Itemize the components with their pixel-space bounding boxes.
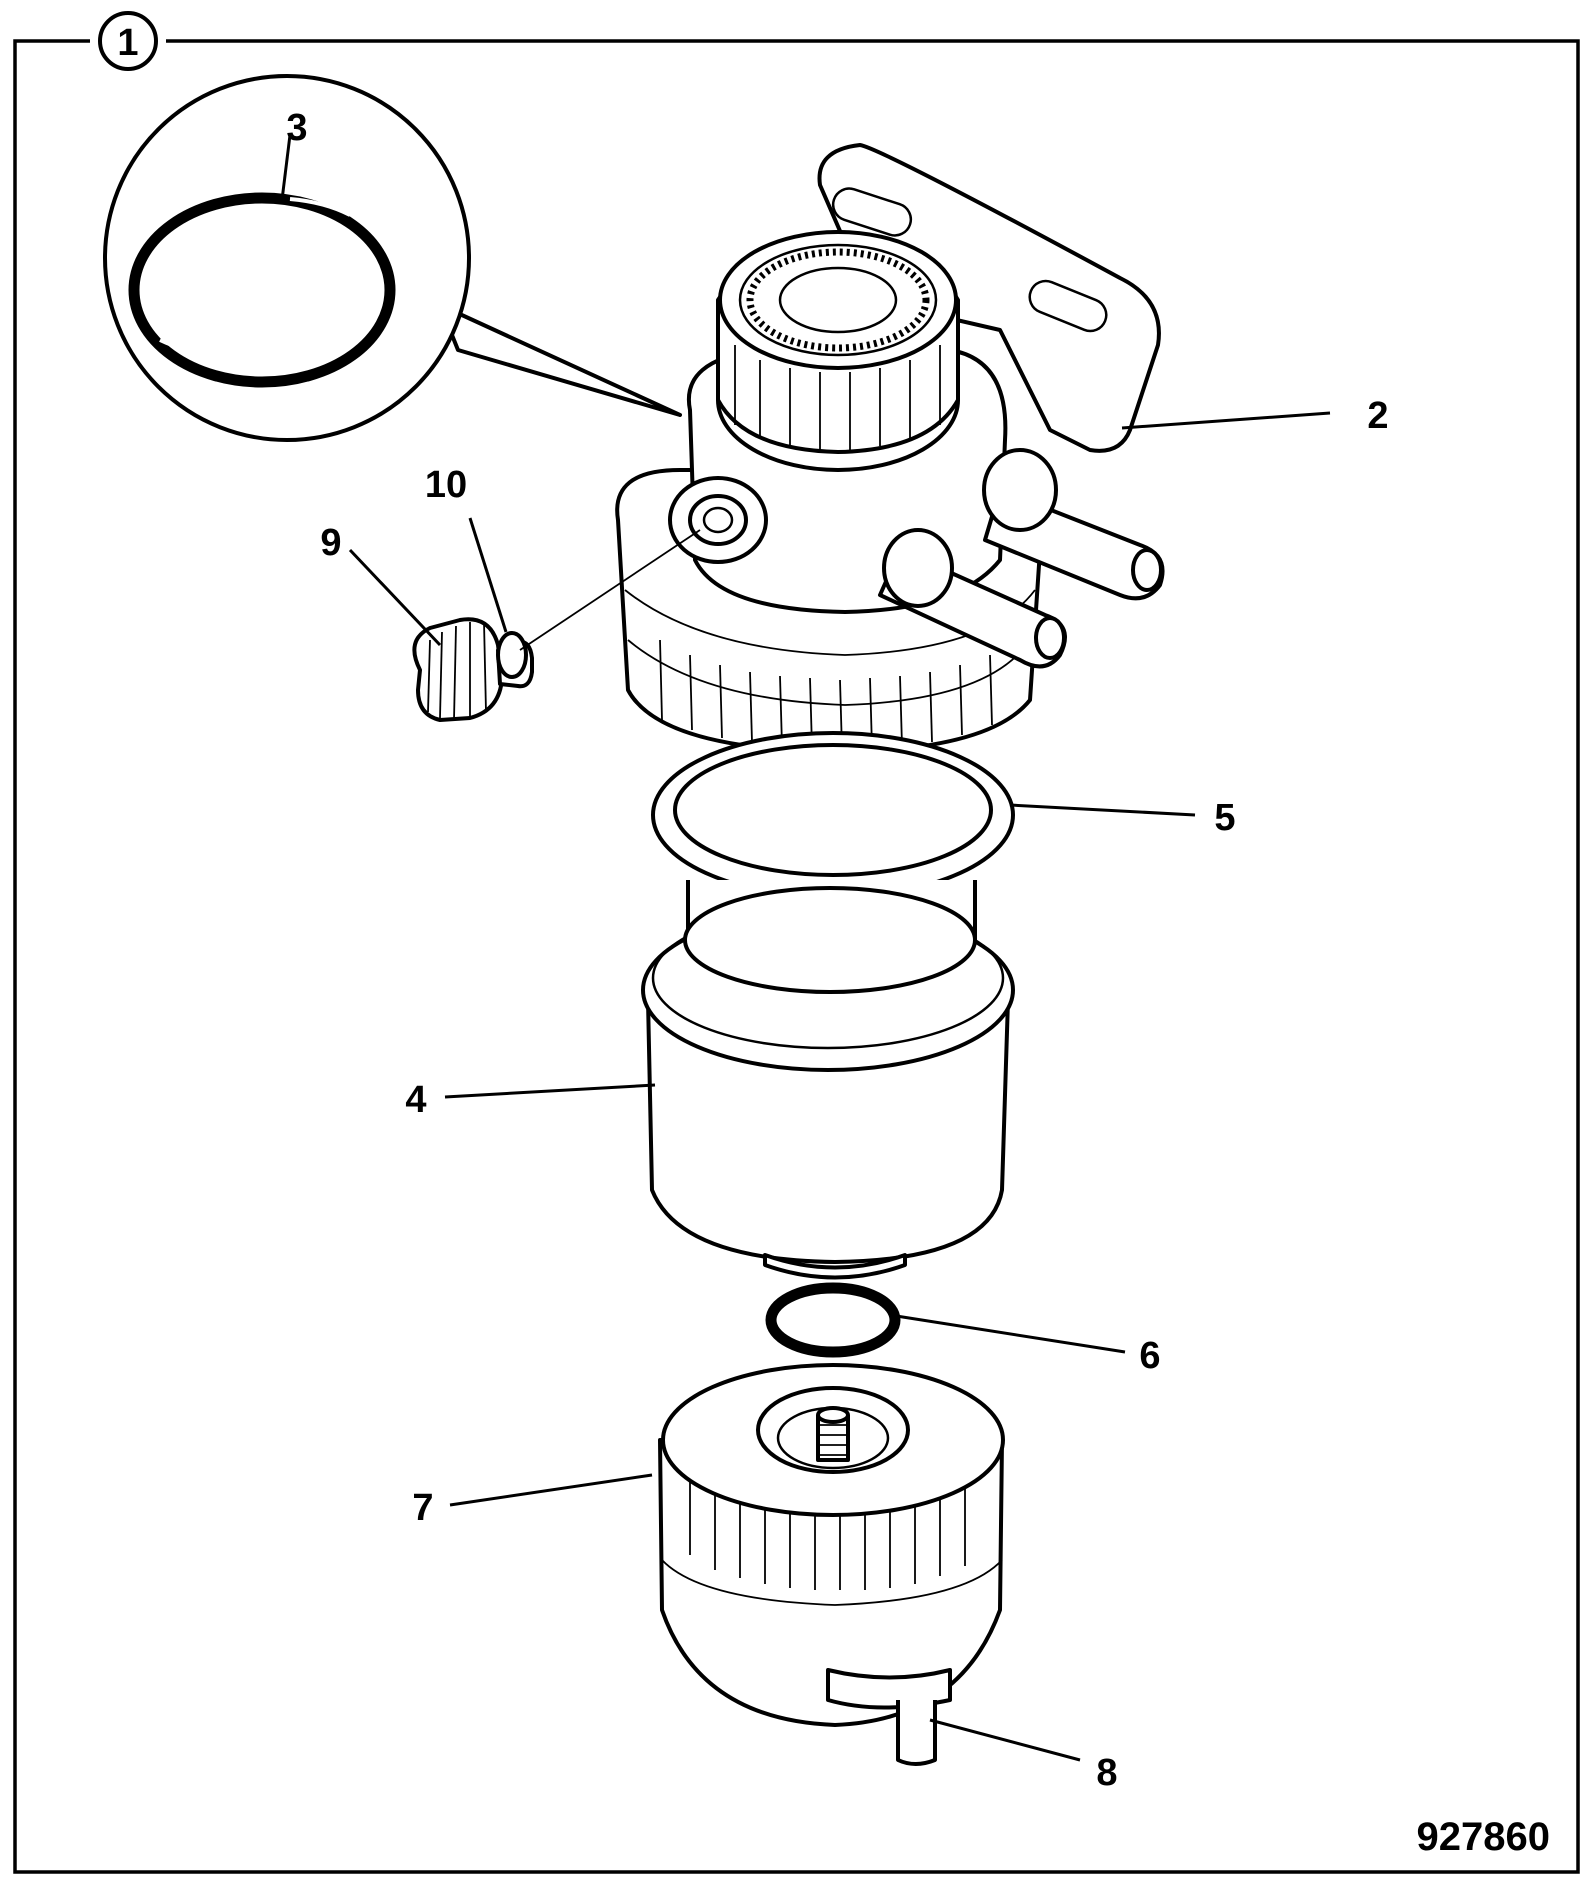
leader-lines [280, 134, 1331, 1762]
figure-number: 1 [117, 22, 138, 64]
mounting-bracket [817, 143, 1161, 453]
figure-number-badge: 1 [98, 11, 158, 71]
drain-tap [826, 1668, 952, 1766]
detail-magnifier [103, 74, 682, 442]
filter-seal-ring [651, 731, 1015, 899]
reference-number: 927860 [1417, 1815, 1550, 1859]
callout-2: 2 [1367, 395, 1388, 437]
filter-head [615, 230, 1165, 754]
bleed-screw-seal [496, 631, 528, 679]
callout-labels: 2 3 4 5 6 7 8 9 10 [286, 107, 1388, 1794]
callout-3: 3 [286, 107, 307, 149]
bowl-o-ring [765, 1282, 901, 1358]
filter-element [641, 880, 1015, 1280]
callout-8: 8 [1096, 1752, 1117, 1794]
outlet-pipes [878, 448, 1165, 669]
diagram-frame [13, 39, 1580, 1874]
callout-4: 4 [405, 1079, 426, 1121]
callout-7: 7 [412, 1487, 433, 1529]
callout-5: 5 [1214, 797, 1235, 839]
o-ring-detail [128, 192, 396, 388]
separator-bowl [658, 1363, 1005, 1727]
callout-6: 6 [1139, 1335, 1160, 1377]
callout-9: 9 [320, 522, 341, 564]
callout-10: 10 [425, 464, 467, 506]
